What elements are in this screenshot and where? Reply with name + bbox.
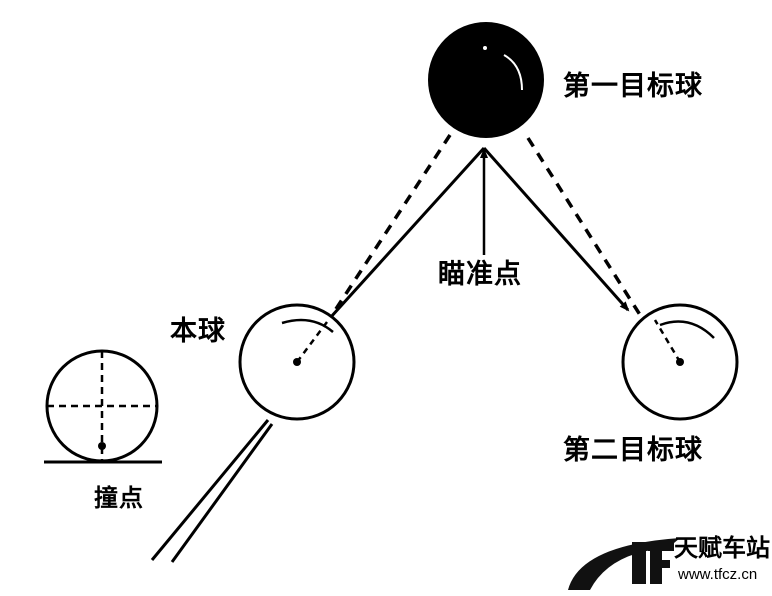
cue-path-line: [328, 146, 486, 320]
contact-point-label: 撞点: [94, 484, 144, 512]
dashed-path-left: [330, 134, 452, 316]
watermark-name: 天赋车站: [674, 533, 770, 562]
second-target-ball: [621, 303, 739, 421]
watermark-url: www.tfcz.cn: [678, 566, 758, 583]
contact-point-ball: [44, 349, 162, 464]
cue-stick: [150, 419, 274, 563]
watermark: 天赋车站 www.tfcz.cn: [566, 524, 772, 596]
dashed-path-right: [526, 137, 644, 319]
aim-point-label: 瞄准点: [438, 259, 522, 290]
first-target-ball-label: 第一目标球: [563, 71, 703, 102]
cue-ball-label: 本球: [170, 316, 226, 347]
tf-logo: [568, 538, 680, 590]
cue-ball: [238, 303, 356, 421]
second-target-ball-label: 第二目标球: [563, 435, 703, 466]
deflection-path-line: [482, 147, 630, 312]
first-target-ball: [428, 22, 544, 138]
